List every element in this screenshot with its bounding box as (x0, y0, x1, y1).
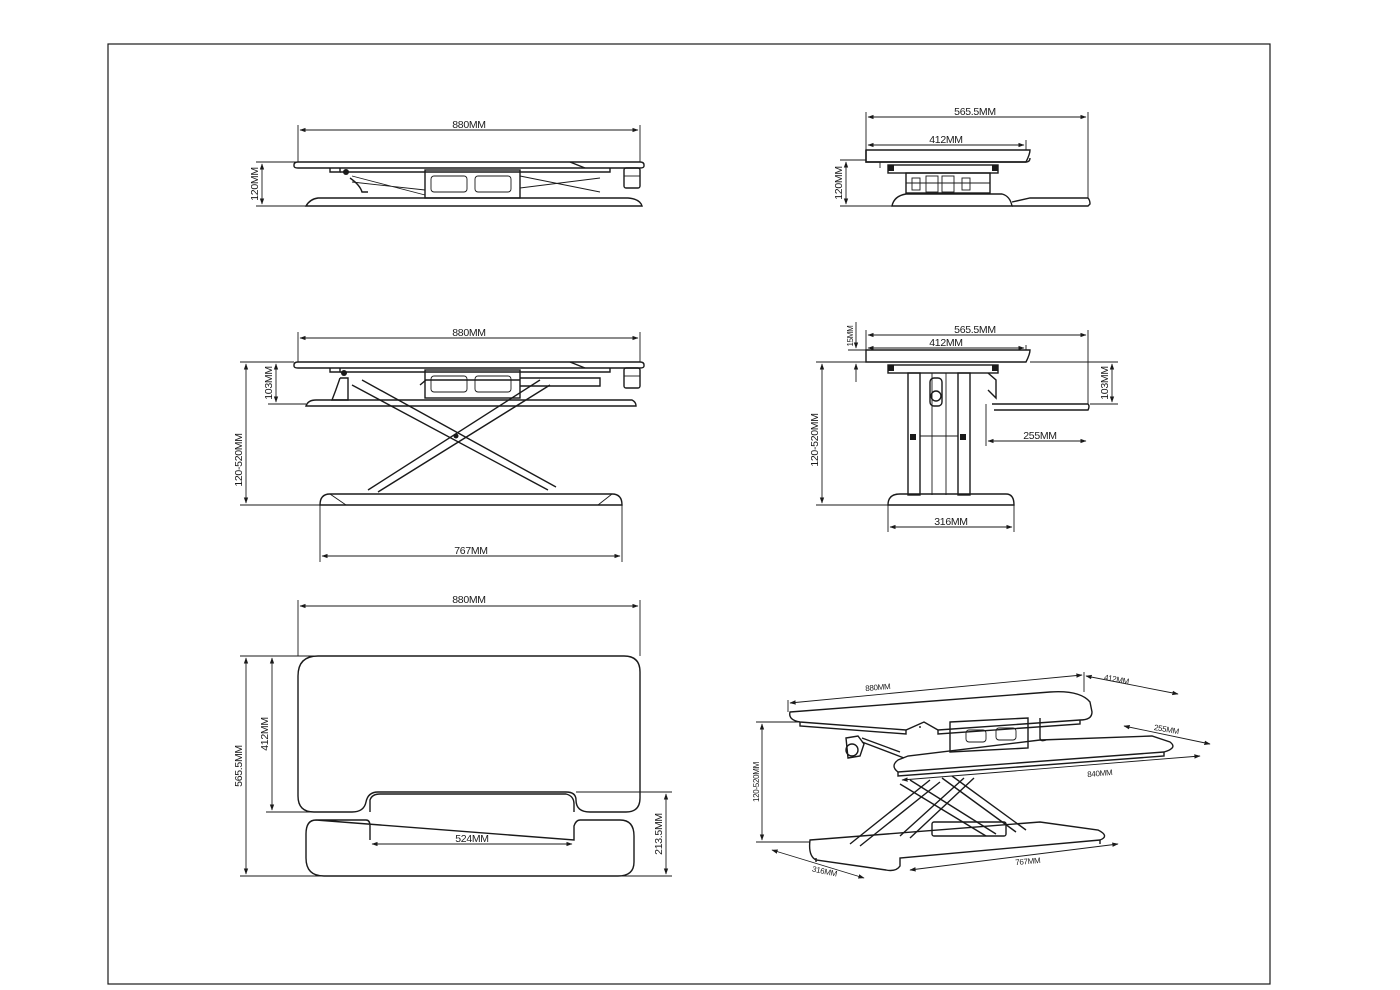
top-view-keyboard-width-label: 524MM (455, 833, 489, 845)
front-collapsed-height-label: 120MM (249, 167, 261, 201)
front-collapsed-width-label: 880MM (452, 119, 486, 131)
side-raised-thickness-label: 15MM (846, 325, 855, 347)
front-raised-offset-label: 103MM (263, 366, 275, 400)
side-view-raised: 565.5MM 412MM 15MM 103MM 120-520MM 255MM… (809, 322, 1118, 532)
front-raised-height-range-label: 120-520MM (233, 433, 245, 486)
isometric-depth-label: 412MM (1103, 673, 1130, 686)
top-view-width-label: 880MM (452, 594, 486, 606)
side-collapsed-depth-label: 565.5MM (954, 106, 996, 118)
side-raised-base-depth-label: 316MM (934, 516, 968, 528)
top-view-depth-label: 565.5MM (233, 745, 245, 787)
isometric-keyboard-width-label: 840MM (1087, 768, 1113, 779)
side-raised-depth-label: 565.5MM (954, 324, 996, 336)
side-raised-keyboard-depth-label: 255MM (1023, 430, 1057, 442)
front-view-collapsed: 880MM 120MM (249, 119, 645, 207)
side-raised-top-depth-label: 412MM (929, 337, 963, 349)
isometric-base-depth-label: 316MM (811, 865, 838, 879)
top-view: 880MM 565.5MM 412MM 524MM 213.5MM (233, 594, 672, 877)
isometric-width-label: 880MM (865, 682, 891, 693)
top-view-keyboard-depth-label: 213.5MM (653, 813, 665, 855)
drawing-frame (107, 43, 1271, 985)
isometric-view: 880MM 412MM 255MM 840MM 120-520MM 316MM … (752, 672, 1211, 879)
side-raised-offset-label: 103MM (1099, 366, 1111, 400)
side-raised-height-range-label: 120-520MM (809, 413, 821, 466)
isometric-height-range-label: 120-520MM (752, 761, 761, 802)
front-raised-width-label: 880MM (452, 327, 486, 339)
isometric-base-width-label: 767MM (1015, 856, 1041, 867)
side-collapsed-top-depth-label: 412MM (929, 134, 963, 146)
front-raised-base-width-label: 767MM (454, 545, 488, 557)
side-view-collapsed: 565.5MM 412MM 120MM (833, 106, 1091, 207)
isometric-keyboard-depth-label: 255MM (1153, 723, 1180, 736)
top-view-top-depth-label: 412MM (259, 717, 271, 751)
front-view-raised: 880MM 103MM 120-520MM 767MM (233, 327, 645, 562)
side-collapsed-height-label: 120MM (833, 166, 845, 200)
